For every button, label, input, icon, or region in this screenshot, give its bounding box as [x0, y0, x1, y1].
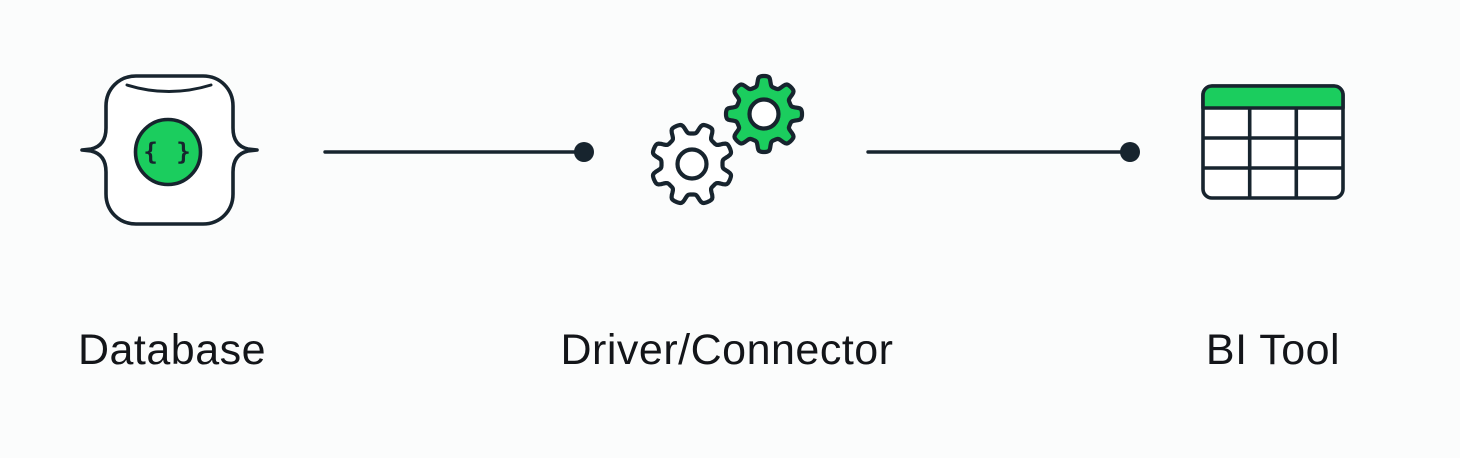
- connector-end-dot: [574, 142, 594, 162]
- database-top-arc: [125, 83, 213, 93]
- green-gear-hub: [747, 97, 781, 131]
- driver-connector-label: Driver/Connector: [560, 326, 894, 374]
- connector-end-dot: [1120, 142, 1140, 162]
- bi-tool-label: BI Tool: [1205, 326, 1341, 374]
- database-label: Database: [77, 326, 267, 374]
- gears-icon: [650, 73, 805, 206]
- white-gear-hub: [675, 147, 709, 181]
- table-grid-lines: [1203, 108, 1343, 198]
- database-code-circle: [133, 117, 203, 187]
- table-header-bar: [1201, 84, 1345, 110]
- connector-database-to-driver: [323, 142, 594, 162]
- table-grid-icon: [1201, 84, 1345, 200]
- code-braces-glyph: { }: [143, 138, 192, 166]
- connector-driver-to-bitool: [866, 142, 1140, 162]
- database-braces-icon: { }: [80, 74, 259, 226]
